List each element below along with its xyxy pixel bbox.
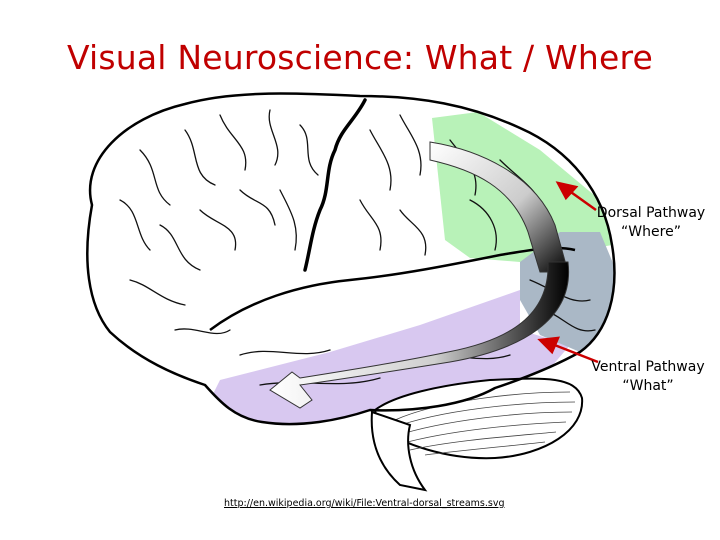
- cerebrum-outline: [86, 92, 616, 426]
- central-sulcus: [303, 98, 367, 272]
- ventral-pathway-name: Ventral Pathway: [591, 359, 705, 375]
- ventral-pathway-subtitle: “What”: [622, 378, 674, 394]
- dorsal-pathway-name: Dorsal Pathway: [596, 205, 706, 221]
- dorsal-pathway-label: Dorsal Pathway “Where”: [588, 204, 714, 242]
- ventral-pathway-arrow: [269, 261, 570, 409]
- source-link[interactable]: http://en.wikipedia.org/wiki/File:Ventra…: [224, 498, 505, 509]
- brainstem: [370, 410, 428, 492]
- ventral-pointer-head: [537, 336, 560, 355]
- dorsal-pointer-line: [567, 188, 597, 212]
- ventral-pathway-label: Ventral Pathway “What”: [578, 358, 718, 396]
- ventral-pointer-line: [551, 342, 599, 364]
- dorsal-pointer-head: [555, 181, 579, 201]
- slide-title: Visual Neuroscience: What / Where: [66, 38, 654, 77]
- dorsal-pathway-subtitle: “Where”: [621, 224, 681, 240]
- lateral-fissure: [209, 246, 576, 332]
